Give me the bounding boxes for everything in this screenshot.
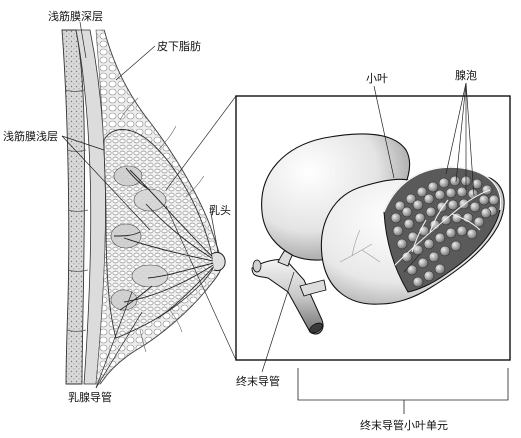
label-lobule: 小叶 [366, 72, 388, 85]
label-subcutaneous-fat: 皮下脂肪 [157, 40, 201, 53]
label-lactiferous-duct: 乳腺导管 [68, 391, 112, 404]
breast-section [61, 29, 226, 385]
zoom-lines [165, 95, 237, 361]
label-superficial-fascia-deep-layer: 浅筋膜深层 [48, 10, 103, 23]
label-superficial-fascia-superficial-layer: 浅筋膜浅层 [3, 130, 58, 143]
label-acini: 腺泡 [455, 69, 477, 82]
label-tdlu: 终末导管小叶单元 [360, 419, 448, 432]
tdlu-bracket [297, 368, 509, 414]
label-terminal-duct: 终末导管 [236, 375, 280, 388]
tdlu-illustration [251, 133, 505, 335]
leader-lines-left [61, 21, 219, 389]
leader-lines-right [261, 82, 475, 373]
label-nipple: 乳头 [209, 204, 231, 217]
